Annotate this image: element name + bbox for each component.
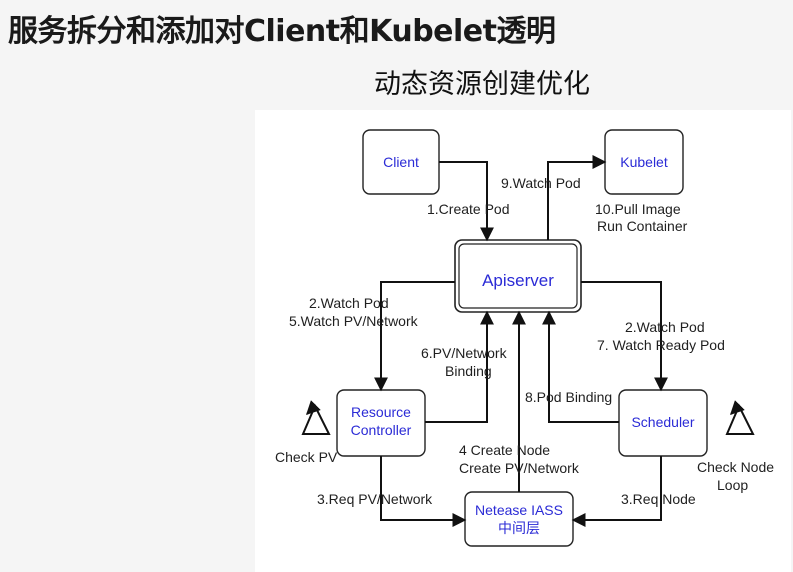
edge-rc-binding-to-apiserver <box>425 310 494 423</box>
check-node-loop-icon <box>725 403 755 435</box>
edge-scheduler-binding-to-apiserver <box>542 310 619 423</box>
kubelet-label: Kubelet <box>620 154 668 170</box>
edge-apiserver-to-resource-controller <box>374 281 455 392</box>
edge-rc-to-iass <box>380 456 467 527</box>
label-create-node-2: Create PV/Network <box>459 460 580 476</box>
label-sched-watch-2: 7. Watch Ready Pod <box>597 337 725 353</box>
edge-apiserver-to-scheduler <box>581 281 668 392</box>
resource-controller-node: Resource Controller <box>336 389 426 457</box>
label-check-pv: Check PV <box>275 449 338 465</box>
label-sched-watch-1: 2.Watch Pod <box>625 319 705 335</box>
label-create-node-1: 4 Create Node <box>459 442 550 458</box>
label-pv-binding-1: 6.PV/Network <box>421 345 508 361</box>
check-pv-loop-arrow <box>306 400 321 415</box>
label-check-node-1: Check Node <box>697 459 774 475</box>
page-subtitle: 动态资源创建优化 <box>374 69 590 100</box>
apiserver-node: Apiserver <box>454 239 582 313</box>
netease-iass-label-2: 中间层 <box>498 520 540 536</box>
netease-iass-node: Netease IASS 中间层 <box>464 491 574 547</box>
label-watch-pod-kubelet: 9.Watch Pod <box>501 175 581 191</box>
resource-controller-label-1: Resource <box>351 404 411 420</box>
label-rc-watch-2: 5.Watch PV/Network <box>289 313 419 329</box>
netease-iass-label-1: Netease IASS <box>475 502 563 518</box>
scheduler-node: Scheduler <box>618 389 708 457</box>
apiserver-label: Apiserver <box>482 271 554 290</box>
label-rc-watch-1: 2.Watch Pod <box>309 295 389 311</box>
label-pod-binding: 8.Pod Binding <box>525 389 612 405</box>
label-create-pod: 1.Create Pod <box>427 201 510 217</box>
label-pull-image-1: 10.Pull Image <box>595 201 681 217</box>
client-label: Client <box>383 154 419 170</box>
architecture-diagram: Client Kubelet Apiserver Resource Contro… <box>275 129 774 547</box>
label-pv-binding-2: Binding <box>445 363 492 379</box>
label-req-pv: 3.Req PV/Network <box>317 491 433 507</box>
diagram-canvas: Client Kubelet Apiserver Resource Contro… <box>255 110 791 572</box>
edge-scheduler-to-iass <box>571 456 662 527</box>
check-pv-loop-icon <box>301 403 331 435</box>
check-node-loop-arrow <box>730 400 745 415</box>
edge-apiserver-to-kubelet <box>547 155 607 240</box>
scheduler-label: Scheduler <box>631 414 694 430</box>
kubelet-node: Kubelet <box>604 129 684 195</box>
resource-controller-label-2: Controller <box>351 422 412 438</box>
page-title: 服务拆分和添加对Client和Kubelet透明 <box>8 14 556 49</box>
edge-client-to-apiserver <box>439 161 494 242</box>
client-node: Client <box>362 129 440 195</box>
label-req-node: 3.Req Node <box>621 491 696 507</box>
label-pull-image-2: Run Container <box>597 218 688 234</box>
label-check-node-2: Loop <box>717 477 748 493</box>
